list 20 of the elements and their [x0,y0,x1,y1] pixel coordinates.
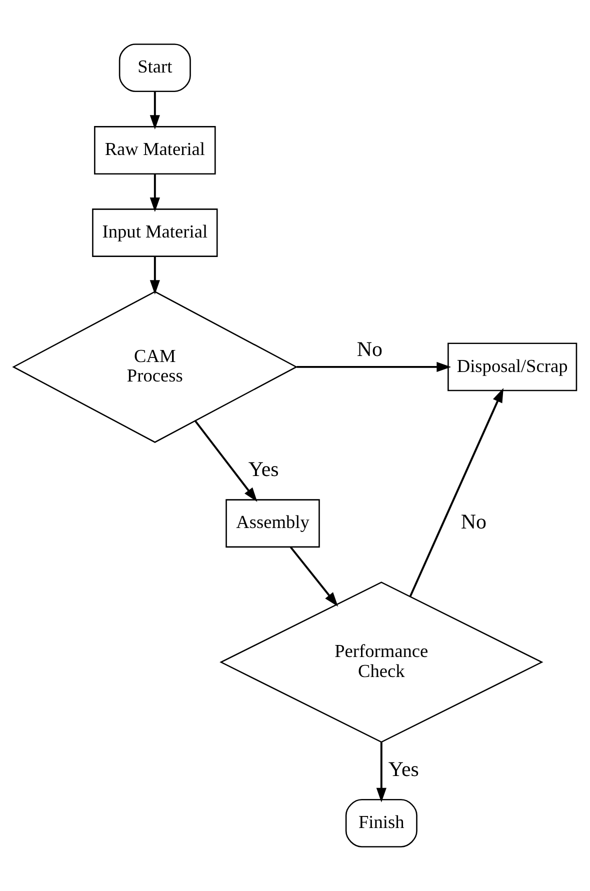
node-box: Start [118,44,191,92]
arrow [409,388,504,597]
node-box: Disposal/Scrap [448,342,578,392]
node-diamond: Performance Check [220,582,544,743]
arrow [150,256,160,295]
arrow [194,420,258,502]
arrow [150,174,160,212]
node-box: Finish [345,798,418,848]
arrow [376,742,386,802]
node-box: Input Material [92,208,218,257]
node-box: Assembly [226,499,320,548]
arrow [290,546,338,607]
arrow [296,362,452,372]
edge-label: No [356,337,382,362]
edge-label: No [460,509,486,534]
arrow [150,92,160,130]
node-box: Raw Material [94,126,216,174]
edge-label: Yes [388,756,419,781]
edge-label: Yes [248,457,279,482]
node-diamond: CAM Process [12,290,298,443]
